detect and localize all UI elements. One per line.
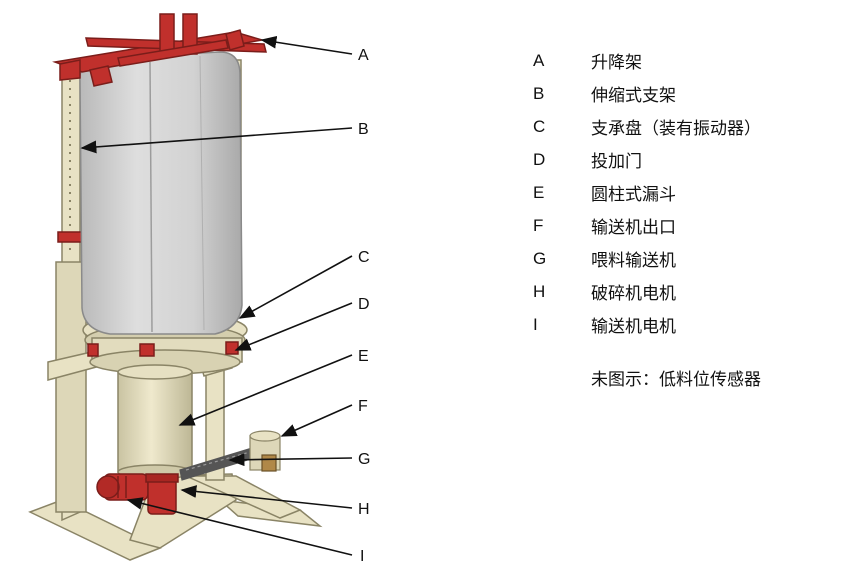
bulk-bag	[79, 51, 243, 335]
legend-key: F	[533, 215, 544, 235]
leader-line-d	[234, 302, 353, 351]
leader-lines	[80, 35, 353, 556]
legend-text: 升降架	[591, 53, 642, 73]
leader-line-a	[260, 35, 353, 55]
legend-row-i: I 输送机电机	[533, 308, 853, 341]
callout-letter-d: D	[358, 296, 370, 313]
callout-letter-g: G	[358, 451, 370, 468]
legend-row-d: D 投加门	[533, 143, 853, 176]
legend-key: C	[533, 116, 546, 136]
legend-row-a: A 升降架	[533, 44, 853, 77]
legend-key: A	[533, 50, 545, 70]
leader-line-b	[80, 127, 353, 154]
conveyor-motor	[96, 473, 149, 501]
legend-key: I	[533, 314, 538, 334]
leader-line-e	[178, 354, 353, 426]
legend-row-h: H 破碎机电机	[533, 275, 853, 308]
legend-text: 输送机电机	[591, 317, 676, 337]
leader-line-f	[280, 404, 353, 437]
leader-line-g	[228, 453, 353, 467]
leader-line-h	[180, 485, 353, 509]
legend-text: 投加门	[591, 152, 642, 172]
legend-row-b: B 伸缩式支架	[533, 77, 853, 110]
legend-key: H	[533, 281, 546, 301]
legend-key: B	[533, 83, 545, 103]
callout-letter-h: H	[358, 501, 370, 518]
legend-text: 支承盘（装有振动器）	[591, 119, 761, 139]
callout-letters: A B C D E F G H I	[358, 47, 370, 565]
feeder-conveyor	[179, 430, 281, 481]
legend: A 升降架 B 伸缩式支架 C 支承盘（装有振动器） D 投加门 E 圆柱式漏斗…	[533, 44, 853, 341]
callout-letter-f: F	[358, 398, 368, 415]
legend-row-g: G 喂料输送机	[533, 242, 853, 275]
leader-line-c	[238, 255, 353, 319]
legend-row-c: C 支承盘（装有振动器）	[533, 110, 853, 143]
legend-key: D	[533, 149, 546, 169]
callout-letter-b: B	[358, 121, 369, 138]
legend-text: 破碎机电机	[591, 284, 676, 304]
leader-line-i	[126, 497, 353, 556]
crusher-motor	[145, 473, 179, 515]
legend-text: 喂料输送机	[591, 251, 676, 271]
legend-row-e: E 圆柱式漏斗	[533, 176, 853, 209]
legend-note: 未图示：低料位传感器	[591, 370, 761, 390]
cylindrical-hopper	[117, 364, 193, 480]
legend-key: E	[533, 182, 545, 202]
legend-key: G	[533, 248, 547, 268]
callout-letter-e: E	[358, 348, 369, 365]
callout-letter-i: I	[360, 548, 364, 565]
legend-row-f: F 输送机出口	[533, 209, 853, 242]
legend-text: 输送机出口	[591, 218, 676, 238]
legend-text: 圆柱式漏斗	[591, 185, 676, 205]
callout-letter-c: C	[358, 249, 370, 266]
lifting-frame	[52, 13, 267, 87]
callout-letter-a: A	[358, 47, 369, 64]
legend-text: 伸缩式支架	[591, 86, 676, 106]
